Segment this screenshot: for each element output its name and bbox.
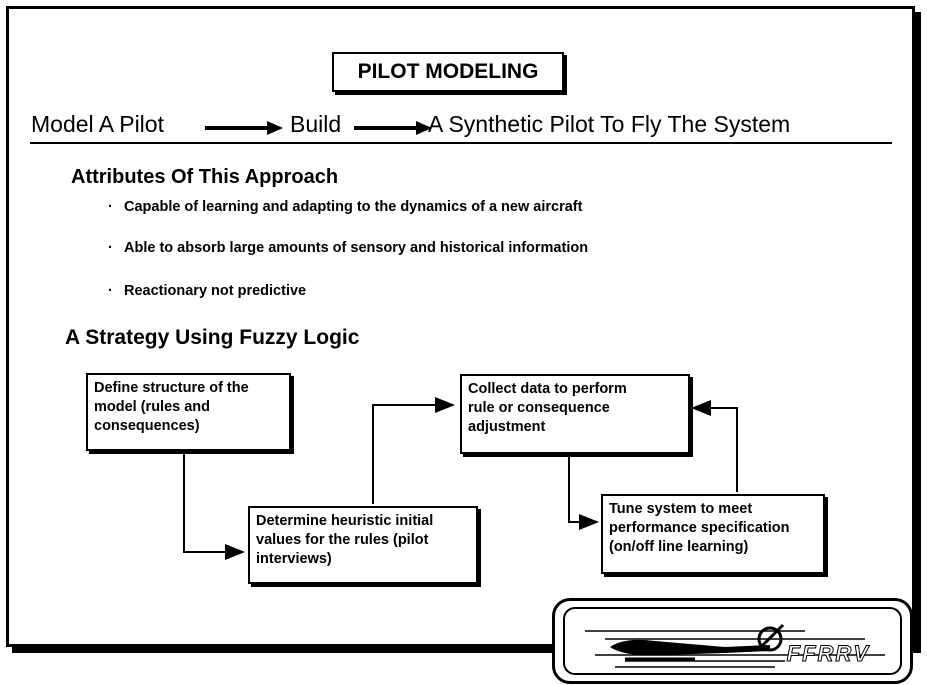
- arrow-icon: [354, 121, 432, 135]
- arrow-icon: [205, 121, 283, 135]
- flow-line: Model A Pilot Build A Synthetic Pilot To…: [30, 110, 892, 144]
- box-define-structure: Define structure of the model (rules and…: [86, 373, 291, 451]
- bullet-icon: ·: [108, 199, 113, 215]
- attribute-item: ·Capable of learning and adapting to the…: [108, 199, 583, 215]
- ffrrv-logo: FFRRV: [552, 598, 913, 684]
- logo-border: FFRRV: [563, 607, 902, 675]
- helicopter-icon: [585, 623, 885, 668]
- logo-text: FFRRV: [786, 641, 870, 667]
- flow-step-build: Build: [290, 111, 342, 137]
- strategy-heading: A Strategy Using Fuzzy Logic: [65, 326, 360, 349]
- flow-step-model: Model A Pilot: [31, 111, 164, 137]
- attribute-item: ·Able to absorb large amounts of sensory…: [108, 240, 589, 256]
- bullet-icon: ·: [108, 240, 113, 256]
- flow-step-synthetic-pilot: A Synthetic Pilot To Fly The System: [428, 111, 791, 137]
- box-tune-system: Tune system to meet performance specific…: [601, 494, 825, 574]
- bullet-icon: ·: [108, 283, 113, 299]
- box-determine-values: Determine heuristic initial values for t…: [248, 506, 478, 584]
- attributes-heading: Attributes Of This Approach: [71, 166, 339, 188]
- box-collect-data: Collect data to perform rule or conseque…: [460, 374, 690, 454]
- slide-frame: [6, 6, 915, 647]
- attribute-item: ·Reactionary not predictive: [108, 283, 307, 299]
- page-title: PILOT MODELING: [332, 52, 564, 92]
